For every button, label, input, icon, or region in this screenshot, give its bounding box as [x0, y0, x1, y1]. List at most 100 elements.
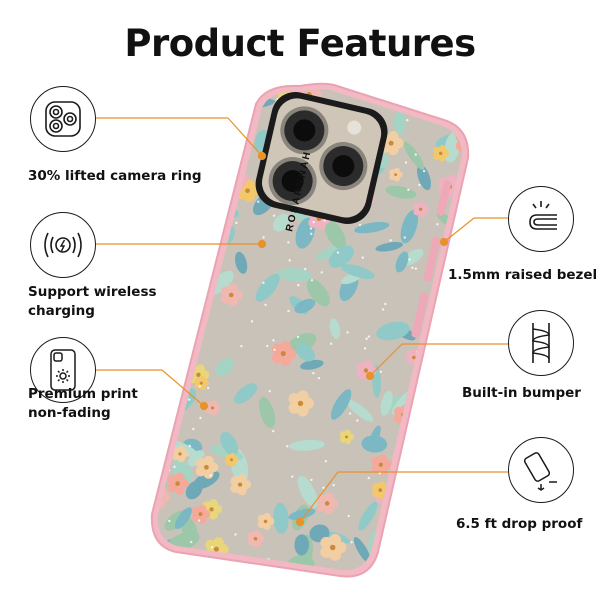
- print-petal: [297, 390, 309, 402]
- print-petal: [195, 466, 206, 477]
- print-dot: [361, 256, 364, 259]
- print-petal: [393, 414, 404, 424]
- print-dot: [336, 251, 340, 254]
- print-petal: [356, 369, 366, 379]
- print-petal: [213, 537, 224, 548]
- print-dot: [250, 320, 254, 323]
- print-leaf: [294, 534, 309, 556]
- print-leaf: [297, 475, 318, 508]
- print-leaf: [306, 278, 330, 307]
- print-dot: [272, 339, 275, 342]
- print-petal: [208, 499, 218, 509]
- feature-label-raised-bezel: 1.5mm raised bezel: [448, 267, 598, 283]
- print-petal: [247, 537, 256, 546]
- print-leaf: [215, 357, 235, 377]
- print-flower-center: [204, 464, 209, 470]
- print-petal: [320, 546, 333, 559]
- print-flower-center: [175, 481, 180, 486]
- print-flower-center: [237, 482, 243, 487]
- print-petal: [167, 482, 178, 493]
- print-leaf: [259, 397, 276, 428]
- print-petal: [263, 512, 271, 521]
- print-dot: [187, 398, 191, 401]
- print-petal: [317, 502, 327, 512]
- print-dot: [347, 514, 350, 518]
- print-petal: [413, 208, 421, 216]
- print-flower-center: [209, 507, 214, 512]
- print-flower-center: [245, 188, 250, 194]
- feature-label-camera-ring: 30% lifted camera ring: [28, 168, 202, 184]
- print-flower-center: [329, 544, 336, 551]
- print-dot: [235, 221, 238, 225]
- print-petal: [406, 356, 414, 365]
- print-leaf: [353, 537, 371, 564]
- print-petal: [324, 492, 334, 503]
- print-leaf: [354, 221, 390, 234]
- print-dot: [189, 540, 193, 544]
- print-dot: [403, 236, 406, 239]
- print-flower-center: [345, 435, 349, 439]
- print-flower-center: [297, 400, 304, 407]
- print-flower-center: [178, 452, 182, 456]
- print-flower-center: [419, 207, 423, 211]
- print-dot: [312, 220, 315, 224]
- print-dot: [365, 337, 368, 340]
- print-leaf: [324, 220, 346, 250]
- print-leaf: [220, 431, 239, 457]
- wireless-charging-icon: [30, 212, 96, 278]
- print-dot: [192, 427, 195, 431]
- print-dot: [209, 474, 212, 477]
- print-dot: [272, 429, 275, 433]
- print-petal: [433, 152, 441, 160]
- print-dot: [367, 476, 370, 480]
- print-petal: [418, 201, 426, 209]
- print-dot: [323, 219, 326, 222]
- print-dot: [173, 465, 176, 469]
- print-petal: [329, 534, 342, 546]
- print-petal: [210, 400, 218, 407]
- print-leaf: [330, 389, 352, 420]
- print-dot: [206, 386, 210, 390]
- print-dot: [414, 267, 418, 270]
- print-petal: [228, 283, 239, 294]
- print-leaf: [341, 264, 375, 279]
- print-petal: [195, 364, 205, 374]
- print-dot: [389, 239, 392, 242]
- print-petal: [372, 489, 380, 498]
- print-flower-center: [412, 355, 416, 360]
- print-leaf: [376, 321, 410, 341]
- print-petal: [363, 359, 373, 370]
- print-flower-center: [213, 546, 219, 552]
- print-flower-center: [196, 372, 201, 377]
- print-dot: [324, 460, 328, 463]
- print-dot: [198, 385, 202, 388]
- print-dot: [407, 188, 410, 192]
- side-button: [411, 292, 429, 338]
- print-dot: [262, 236, 265, 239]
- print-dot: [197, 519, 201, 522]
- print-petal: [221, 293, 231, 304]
- print-flower-center: [230, 458, 233, 462]
- print-dot: [358, 223, 362, 227]
- print-dot: [356, 419, 359, 422]
- print-petal: [393, 167, 400, 174]
- print-leaf: [361, 435, 388, 453]
- print-dot: [408, 258, 411, 261]
- print-leaf: [300, 359, 324, 370]
- print-flower-center: [228, 292, 234, 298]
- print-dot: [310, 232, 313, 236]
- print-dot: [317, 376, 321, 380]
- print-flower-center: [378, 488, 383, 492]
- print-leaf: [417, 164, 431, 191]
- print-petal: [271, 352, 283, 364]
- print-flower-center: [199, 381, 203, 385]
- print-petal: [205, 407, 213, 414]
- print-dot: [348, 412, 352, 415]
- print-petal: [389, 173, 396, 181]
- print-dot: [273, 348, 276, 351]
- print-petal: [387, 131, 399, 142]
- print-petal: [438, 145, 446, 153]
- print-dot: [381, 308, 385, 311]
- print-leaf: [380, 390, 393, 416]
